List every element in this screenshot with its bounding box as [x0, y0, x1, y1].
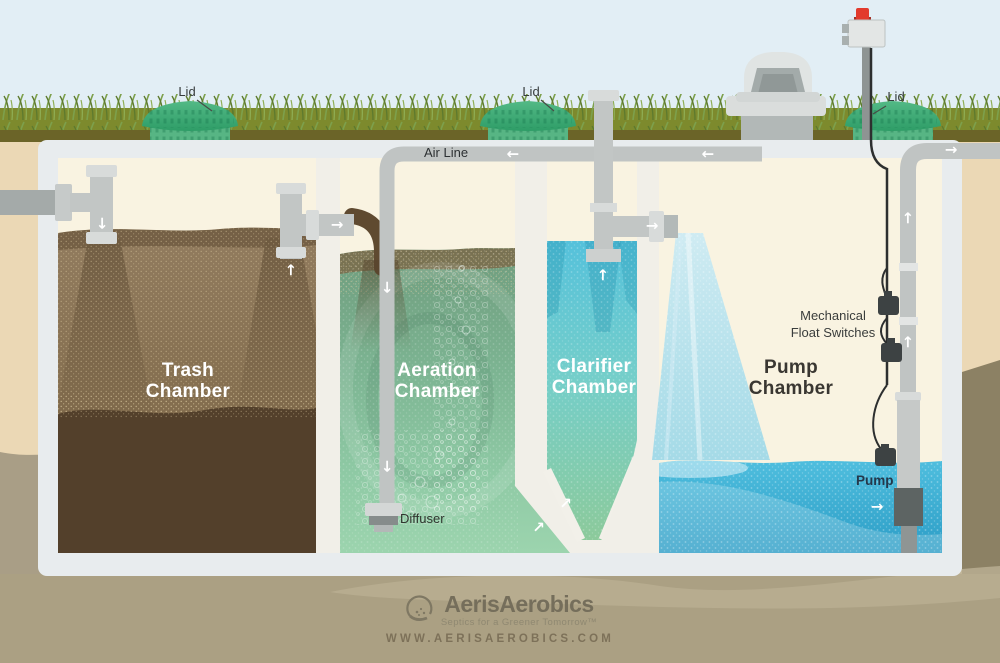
- trash-outlet-tee: [280, 187, 302, 259]
- float-switches-label: Mechanical Float Switches: [791, 307, 876, 341]
- lid-pointer-2: [540, 99, 555, 112]
- pump-label: Pump: [856, 473, 894, 488]
- pump-chamber-contents: [652, 233, 942, 553]
- trash-chamber-line1: Trash: [161, 360, 215, 381]
- clarifier-pipe-cap: [588, 90, 619, 101]
- air-blower-housing: [726, 52, 826, 142]
- lid-pointer-3: [872, 105, 887, 115]
- flow-arrow-right-icon: →: [870, 497, 884, 516]
- flow-arrow-right-icon: →: [645, 216, 659, 235]
- airflow-arrow-left-icon: →: [701, 145, 715, 164]
- air-line-pipe: [379, 146, 762, 503]
- pump-chamber-line1: Pump: [764, 357, 818, 378]
- trash-chamber-line2: Chamber: [145, 380, 231, 402]
- air-bubbles: [397, 265, 473, 520]
- lid-pointer-1: [196, 99, 213, 112]
- brand-tagline: Septics for a Greener Tomorrow™: [440, 617, 598, 628]
- panel-post: [862, 44, 871, 142]
- float-switch-wiring: [869, 48, 902, 466]
- float-switch-2: [881, 343, 902, 362]
- brand-name: AerisAerobics: [444, 591, 594, 617]
- flow-arrow-up-icon: →: [593, 268, 612, 282]
- aeration-chamber-line2: Chamber: [394, 380, 480, 402]
- submersible-pump: [897, 400, 920, 490]
- diffuser-label: Diffuser: [400, 511, 445, 526]
- lid-label-1: Lid: [178, 84, 196, 99]
- aeration-chamber-line1: Aeration: [397, 360, 477, 381]
- lid-mound-2: [480, 101, 576, 131]
- pump-chamber-line2: Chamber: [748, 377, 834, 399]
- airflow-arrow-down-icon: →: [378, 459, 397, 473]
- clarifier-chamber-label: Clarifier Chamber: [551, 356, 637, 398]
- flow-arrow-up-icon: →: [898, 211, 917, 225]
- aeration-chamber-label: Aeration Chamber: [394, 360, 480, 402]
- lid-mound-1: [142, 101, 238, 131]
- pump-chamber-label: Pump Chamber: [748, 357, 834, 399]
- clarifier-chamber-line1: Clarifier: [556, 356, 632, 377]
- diffuser-assembly: [365, 503, 402, 516]
- air-line-label: Air Line: [424, 145, 469, 160]
- float-switch-1: [878, 296, 899, 315]
- clarifier-outlet-branch: [613, 216, 653, 237]
- flow-arrow-right-icon: →: [944, 140, 958, 159]
- trash-chamber-label: Trash Chamber: [145, 360, 231, 402]
- flow-arrow-right-icon: →: [330, 215, 344, 234]
- brand-website: WWW.AERISAEROBICS.COM: [385, 633, 615, 645]
- alarm-light-icon: [856, 8, 869, 20]
- clarifier-cone-wall-left: [542, 468, 586, 542]
- sludge-layer: [58, 406, 316, 553]
- airflow-arrow-left-icon: →: [506, 145, 520, 164]
- brand-logo: AerisAerobics Septics for a Greener Tomo…: [360, 592, 640, 645]
- flow-arrow-down-icon: →: [93, 216, 112, 230]
- discharge-pipe: [900, 143, 1000, 420]
- ground-wave: [330, 566, 1000, 609]
- inlet-pipe: [0, 190, 58, 215]
- divider-wall-2: [515, 158, 613, 553]
- float-switches-line2: Float Switches: [790, 325, 876, 340]
- piping: [0, 90, 1000, 553]
- airflow-arrow-down-icon: →: [378, 280, 397, 294]
- inlet-tee: [90, 170, 113, 244]
- clarifier-chamber-line2: Chamber: [551, 376, 637, 398]
- divider-wall-3: [572, 158, 659, 553]
- alarm-control-panel: [842, 8, 886, 142]
- lid-label-2: Lid: [522, 84, 540, 99]
- flow-arrow-up-icon: →: [898, 335, 917, 349]
- float-switch-3: [875, 448, 896, 466]
- lid-label-3: Lid: [887, 89, 905, 104]
- panel-wire: [869, 48, 889, 385]
- flow-arrow-up-icon: →: [281, 263, 300, 277]
- float-switches-line1: Mechanical: [800, 308, 866, 323]
- clarifier-outlet-pipe: [594, 136, 613, 258]
- trash-chamber-contents: [58, 227, 316, 553]
- logo-swirl-icon: [406, 595, 433, 621]
- aeration-chamber-contents: [340, 208, 648, 553]
